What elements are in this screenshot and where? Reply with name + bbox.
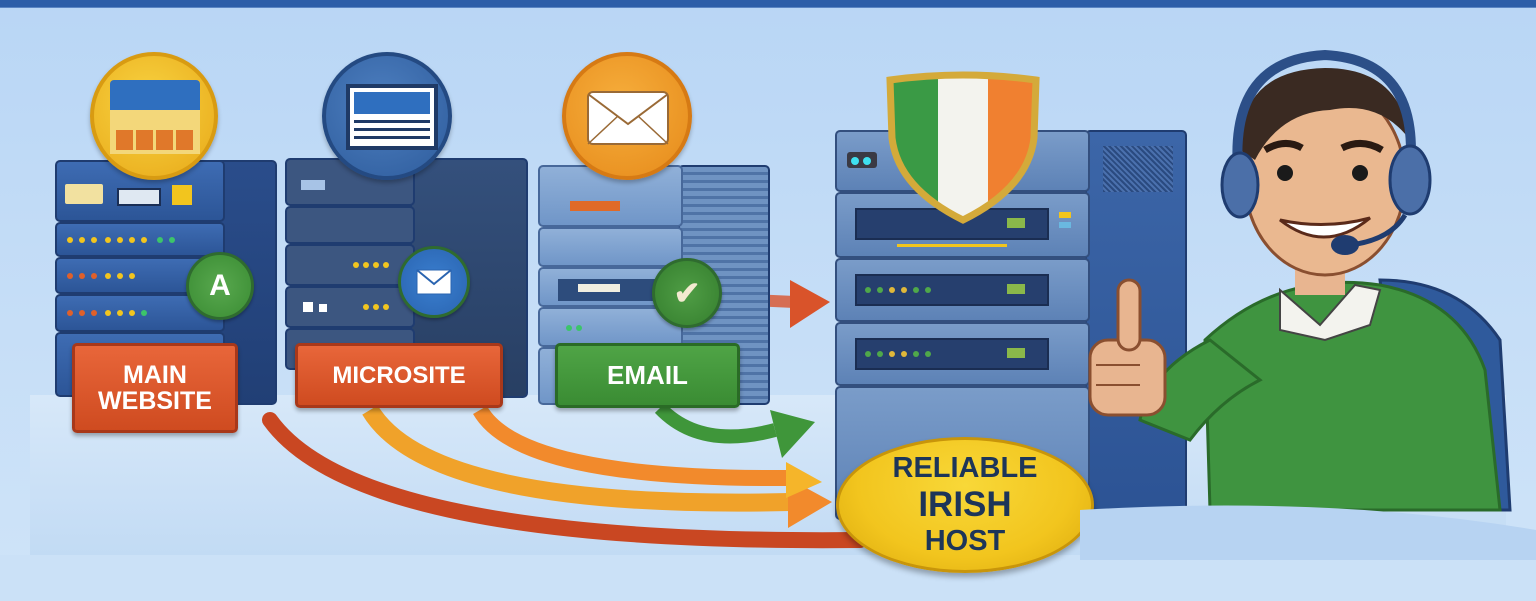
arrow-head-icon: [786, 462, 822, 498]
drive-slot: [117, 188, 161, 206]
arrow-head-icon: [790, 280, 830, 328]
arrow-email-green: [654, 403, 777, 444]
server-unit: [835, 258, 1090, 322]
thumbs-up-icon: [1088, 278, 1167, 417]
support-agent-illustration: [1080, 49, 1536, 560]
shirt-collar: [1279, 283, 1382, 342]
main-website-label: MAIN WEBSITE: [72, 343, 238, 433]
server-unit: [285, 206, 415, 244]
top-border-bar: [0, 0, 1536, 8]
hair: [1240, 68, 1410, 160]
envelope-icon: [562, 52, 692, 180]
a-letter-badge-icon: A: [186, 252, 254, 320]
headset-icon: [1232, 49, 1416, 171]
arrow-head-icon: [770, 410, 815, 458]
server-unit: [285, 244, 415, 286]
envelope-badge-icon: [398, 246, 470, 318]
green-sweater: [1203, 280, 1502, 512]
bottom-strip: [0, 555, 1536, 601]
server-unit: [538, 227, 683, 267]
desk: [1080, 505, 1536, 560]
irish-flag-shield-icon: [886, 71, 1040, 224]
checkmark-badge-icon: ✔: [652, 258, 722, 328]
web-page-icon: [322, 52, 452, 180]
server-unit: [835, 322, 1090, 386]
website-layout-icon: [90, 52, 218, 180]
microphone-icon: [1331, 235, 1359, 255]
reliable-irish-host-badge: RELIABLE IRISH HOST: [836, 437, 1094, 573]
email-label: EMAIL: [555, 343, 740, 408]
arrow-microsite-2: [473, 405, 791, 487]
server-unit: [285, 286, 415, 328]
microsite-label: MICROSITE: [295, 343, 503, 408]
warning-sign-icon: [65, 184, 103, 204]
grid-icon: [172, 185, 192, 205]
arrow-main-website: [262, 412, 868, 549]
server-unit: [55, 222, 225, 257]
arrow-microsite-1: [362, 405, 791, 512]
